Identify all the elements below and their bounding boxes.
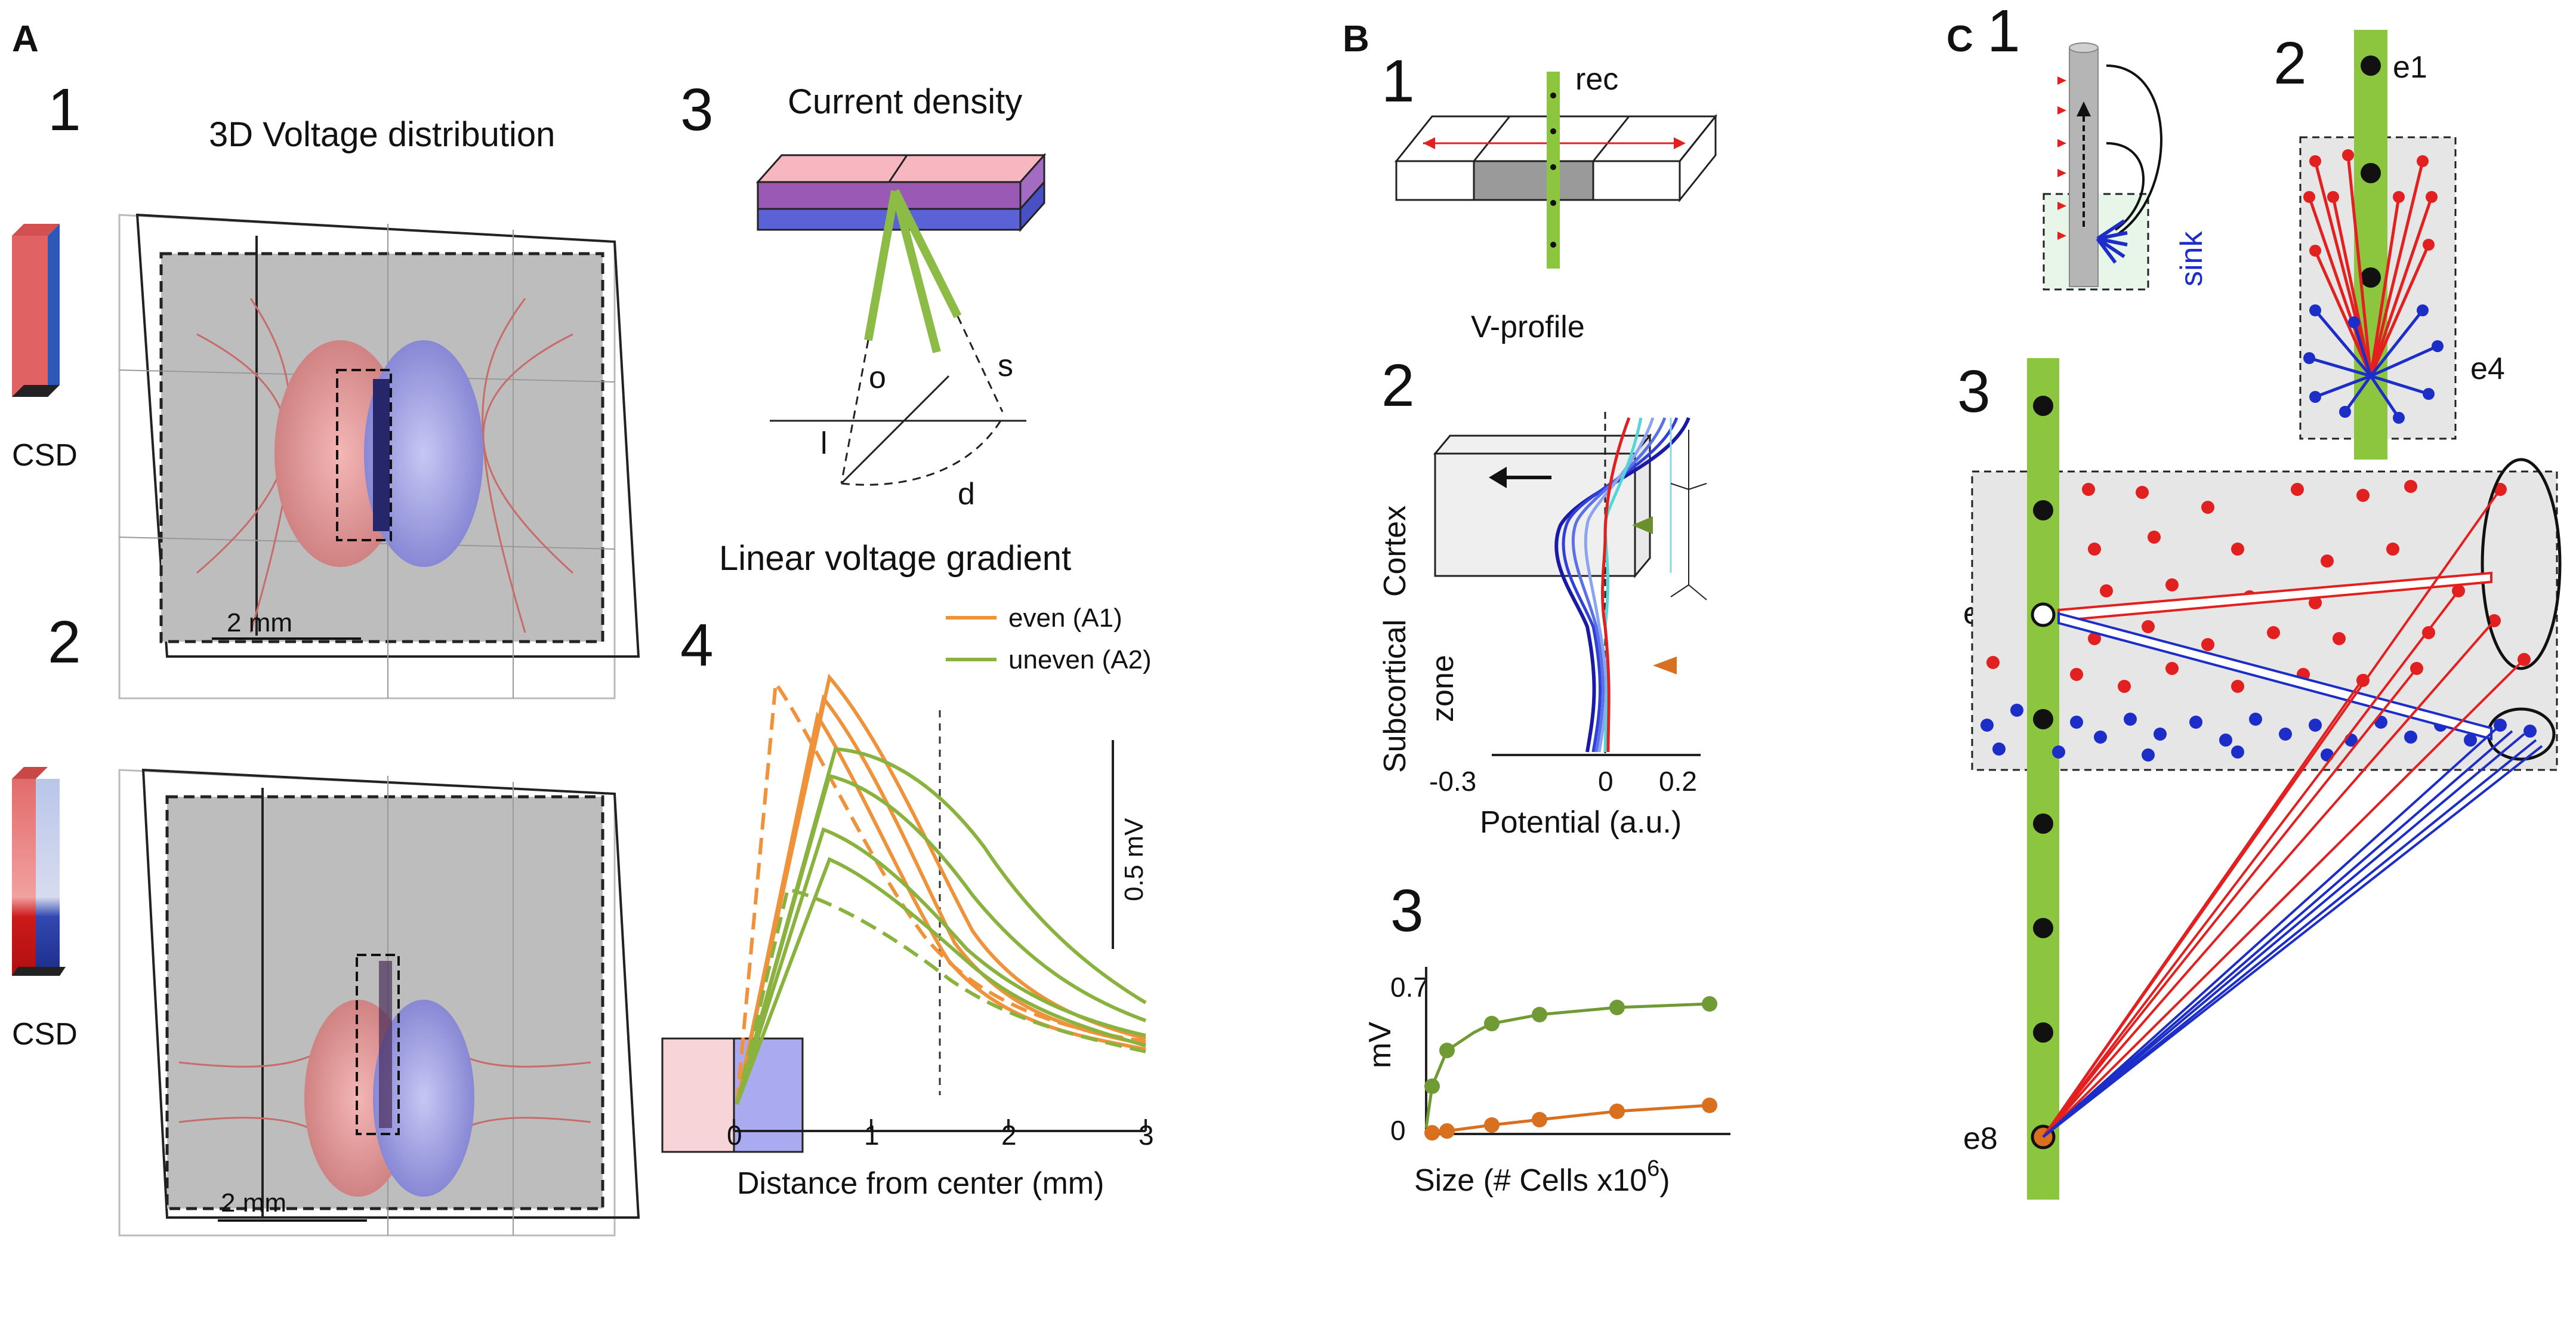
b2-xtick-neg: -0.3	[1429, 766, 1476, 797]
panel-letter-c: C	[1946, 19, 1973, 60]
scale-label-a2: 2 mm	[221, 1188, 286, 1218]
b2-xtick-pos: 0.2	[1659, 766, 1697, 797]
b1-block-diagram	[1394, 72, 1718, 269]
csd-label-a2: CSD	[12, 1017, 78, 1052]
xtick-1: 1	[864, 1120, 880, 1151]
panel-a4-number: 4	[680, 612, 714, 679]
panel-letter-b: B	[1343, 19, 1369, 60]
electrode-e1-label: e1	[2393, 50, 2427, 85]
electrode-e8-label: e8	[1963, 1121, 1998, 1156]
csd-column-a2	[12, 767, 66, 976]
scale-label-a1: 2 mm	[227, 608, 292, 637]
c3-electrode-diagram	[1971, 358, 2562, 1200]
voltage-box-a2	[118, 768, 640, 1237]
voltage-gradient-plot	[661, 673, 1147, 1153]
panel-letter-a: A	[12, 19, 39, 60]
csd-label-a1: CSD	[12, 438, 78, 473]
panel-b1-number: 1	[1381, 48, 1415, 115]
panel-a3-number: 3	[680, 76, 714, 143]
panel-a4-title: Linear voltage gradient	[719, 539, 1071, 578]
panel-a3-title: Current density	[788, 82, 1022, 121]
b3-ylabel: mV	[1363, 1022, 1397, 1068]
b2-xlabel: Potential (a.u.)	[1480, 805, 1682, 840]
label-d: d	[958, 477, 975, 511]
legend-label-even: even (A1)	[1008, 603, 1122, 633]
v-profile-plot	[1433, 412, 1707, 756]
v-profile-title: V-profile	[1471, 310, 1585, 344]
scalebar-label: 0.5 mV	[1119, 818, 1149, 901]
panel-c2-number: 2	[2273, 30, 2307, 97]
sink-label: sink	[2174, 231, 2209, 286]
xtick-2: 2	[1001, 1120, 1017, 1151]
current-density-slab	[755, 153, 1047, 486]
csd-column-a1	[12, 224, 60, 397]
voltage-box-a1	[118, 213, 640, 699]
label-l: l	[820, 426, 828, 461]
b3-ytick-top: 0.7	[1390, 972, 1429, 1003]
panel-c3-number: 3	[1957, 358, 1991, 425]
panel-c1-number: 1	[1987, 0, 2020, 64]
b3-size-plot	[1424, 967, 1730, 1141]
panel-a1-number: 1	[48, 76, 81, 143]
c1-neuron-dipole	[2043, 42, 2162, 291]
panel-a2-number: 2	[48, 609, 81, 676]
panel-a1-title: 3D Voltage distribution	[209, 115, 555, 154]
xtick-0: 0	[727, 1120, 742, 1151]
panel-a4-xlabel: Distance from center (mm)	[737, 1166, 1104, 1201]
rec-label: rec	[1575, 62, 1618, 97]
legend-label-uneven: uneven (A2)	[1008, 645, 1152, 674]
panel-b2-number: 2	[1381, 352, 1415, 419]
ylabel-cortex: Cortex	[1378, 506, 1412, 597]
electrode-e4-label: e4	[2470, 352, 2505, 386]
legend: even (A1) uneven (A2)	[946, 603, 1152, 674]
b3-ytick-bottom: 0	[1390, 1115, 1406, 1146]
ylabel-subcortical: Subcortical	[1378, 620, 1412, 773]
b3-xlabel: Size (# Cells x106)	[1414, 1156, 1670, 1198]
b2-xtick-zero: 0	[1598, 766, 1614, 797]
panel-b3-number: 3	[1390, 877, 1424, 944]
label-s: s	[998, 349, 1013, 383]
label-o: o	[869, 360, 886, 395]
xtick-3: 3	[1139, 1120, 1154, 1151]
c2-electrode-diagram	[2299, 30, 2457, 460]
ylabel-zone: zone	[1426, 655, 1460, 722]
